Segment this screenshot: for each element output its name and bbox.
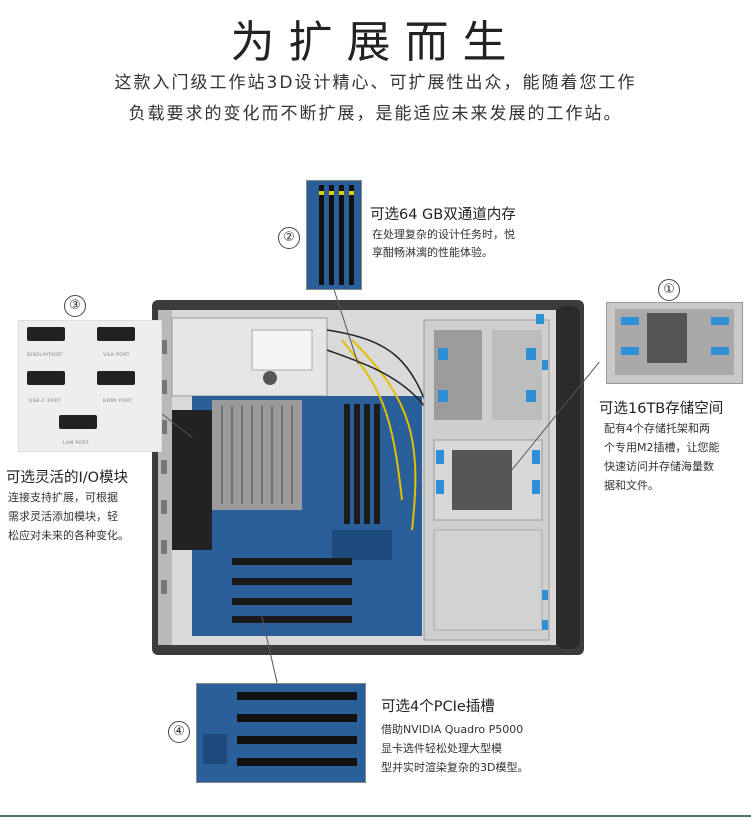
storage-desc-line-2: 个专用M2插槽，让您能 bbox=[604, 441, 720, 454]
pcie-desc-line-1: 借助NVIDIA Quadro P5000 bbox=[381, 723, 524, 736]
usb-c-port-module-icon bbox=[27, 371, 65, 385]
memory-photo bbox=[306, 180, 362, 290]
memory-desc-line-2: 享酣畅淋漓的性能体验。 bbox=[372, 246, 493, 259]
pcie-number: ④ bbox=[168, 721, 190, 743]
io-desc-line-1: 连接支持扩展，可根据 bbox=[8, 491, 118, 504]
hdmi-port-module-icon bbox=[97, 371, 135, 385]
workstation-tower-image bbox=[152, 300, 584, 655]
vga-port-module-icon bbox=[97, 327, 135, 341]
bottom-divider bbox=[0, 815, 751, 817]
pcie-desc-line-3: 型并实时渲染复杂的3D模型。 bbox=[381, 761, 529, 774]
page-title: 为扩展而生 bbox=[230, 17, 521, 68]
storage-title: 可选16TB存储空间 bbox=[599, 401, 724, 417]
tower-drawing bbox=[152, 300, 584, 655]
intro-line-2: 负载要求的变化而不断扩展，是能适应未来发展的工作站。 bbox=[128, 104, 623, 124]
displayport-module-icon bbox=[27, 327, 65, 341]
pcie-desc-line-2: 显卡选件轻松处理大型模 bbox=[381, 742, 502, 755]
lan-port-module-icon bbox=[59, 415, 97, 429]
io-number: ③ bbox=[64, 295, 86, 317]
pcie-photo bbox=[196, 683, 366, 783]
intro-line-1: 这款入门级工作站3D设计精心、可扩展性出众，能随着您工作 bbox=[114, 73, 637, 93]
usb-c-port-label: USB-C PORT bbox=[29, 399, 62, 404]
storage-drawing bbox=[607, 303, 742, 383]
hdmi-port-label: HDMI PORT bbox=[103, 399, 133, 404]
lan-port-label: LAN PORT bbox=[63, 441, 90, 446]
io-desc-line-3: 松应对未来的各种变化。 bbox=[8, 529, 129, 542]
memory-number: ② bbox=[278, 227, 300, 249]
memory-drawing bbox=[307, 181, 361, 289]
storage-number: ① bbox=[658, 279, 680, 301]
displayport-label: DISPLAYPORT bbox=[27, 353, 63, 358]
memory-title: 可选64 GB双通道内存 bbox=[370, 207, 516, 223]
io-module-photo: DISPLAYPORT VGA PORT USB-C PORT HDMI POR… bbox=[18, 320, 162, 452]
memory-desc-line-1: 在处理复杂的设计任务时，悦 bbox=[372, 228, 515, 241]
storage-photo bbox=[606, 302, 743, 384]
pcie-drawing bbox=[197, 684, 365, 782]
storage-desc-line-3: 快速访问并存储海量数 bbox=[604, 460, 714, 473]
vga-port-label: VGA PORT bbox=[103, 353, 130, 358]
storage-desc-line-4: 据和文件。 bbox=[604, 479, 659, 492]
pcie-title: 可选4个PCIe插槽 bbox=[381, 699, 495, 715]
io-title: 可选灵活的I/O模块 bbox=[6, 470, 129, 486]
storage-desc-line-1: 配有4个存储托架和两 bbox=[604, 422, 710, 435]
io-desc-line-2: 需求灵活添加模块，轻 bbox=[8, 510, 118, 523]
